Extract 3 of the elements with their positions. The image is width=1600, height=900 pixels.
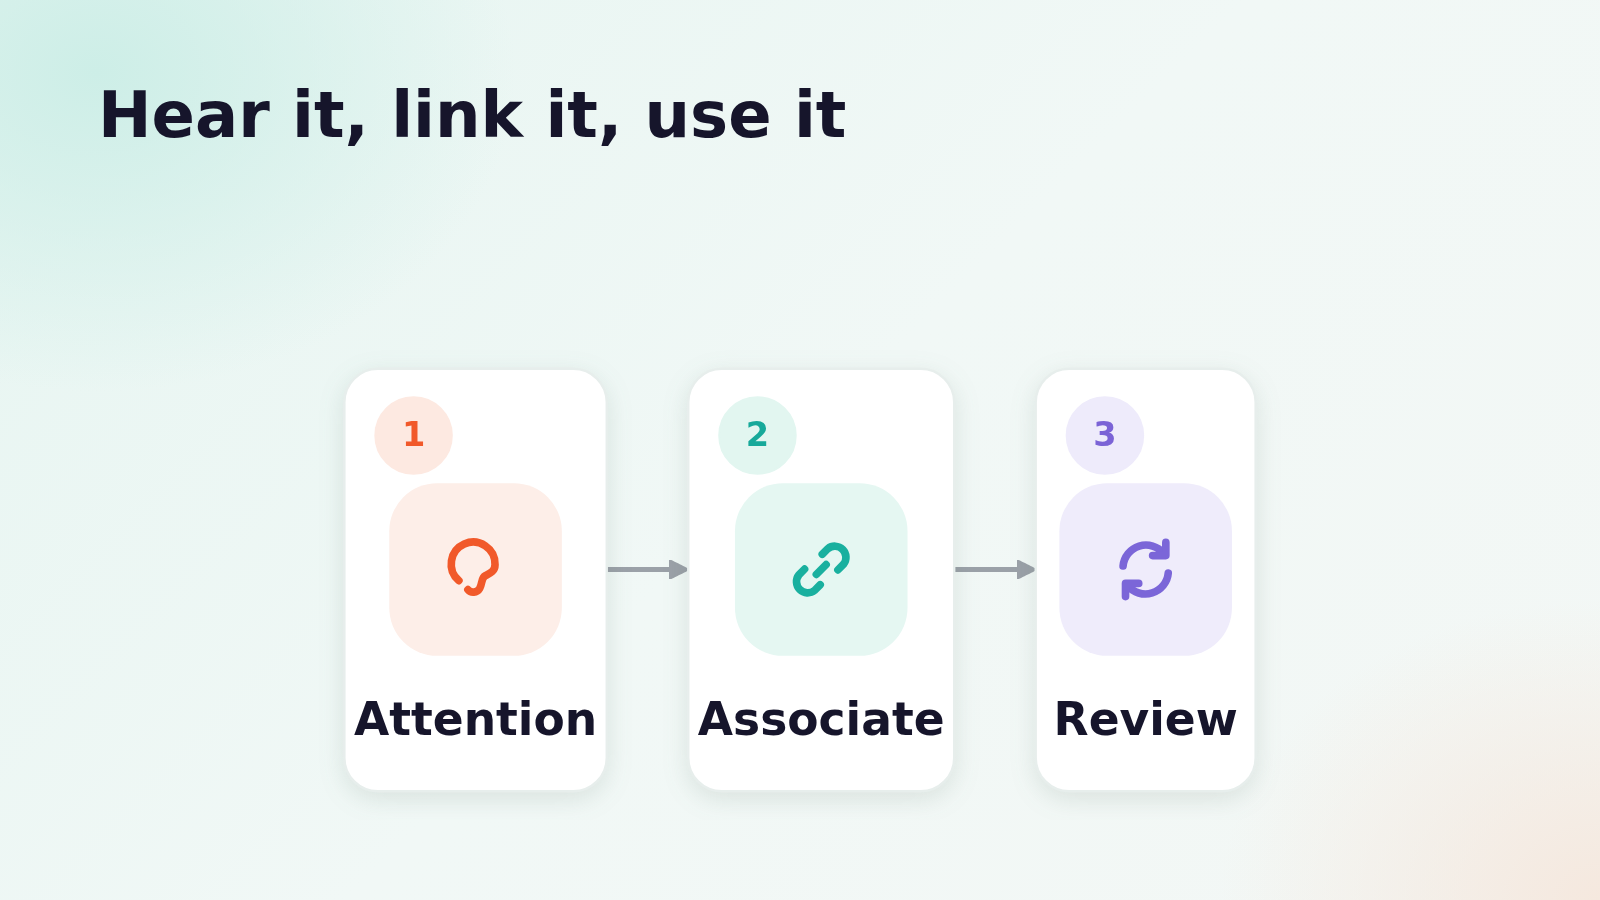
node-circle: 2 [718,396,797,475]
node-circle: 1 [374,396,453,475]
title: Hear it, link it, use it [98,78,847,152]
